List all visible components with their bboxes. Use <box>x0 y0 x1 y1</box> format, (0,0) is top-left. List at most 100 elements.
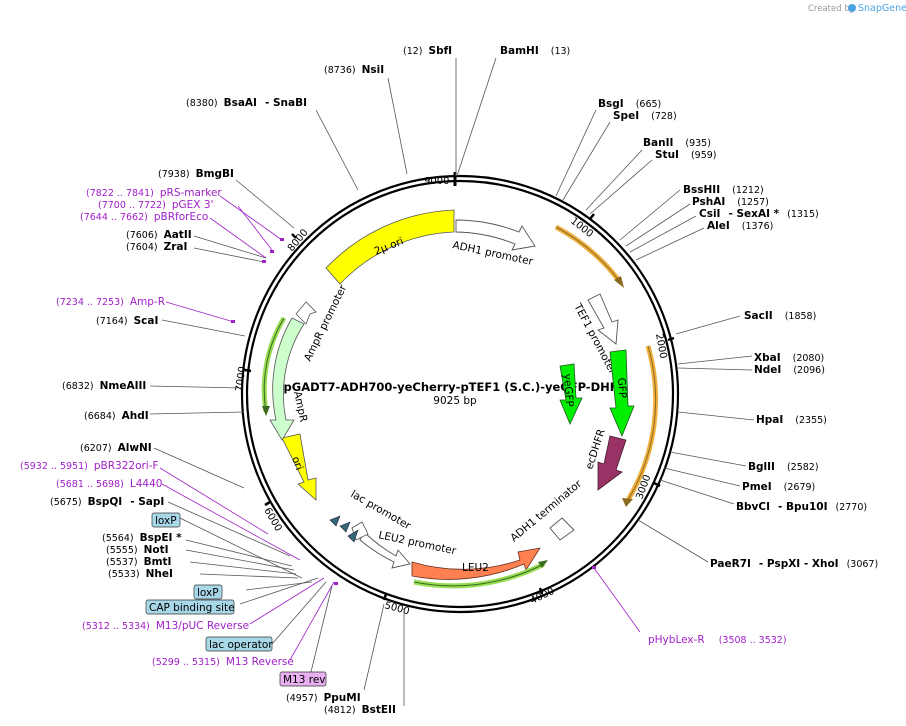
site-bsaai[interactable]: (8380)BsaAI- SnaBI <box>186 97 307 109</box>
yegfp-feature[interactable] <box>559 363 583 425</box>
ampr-label: AmpR <box>291 390 309 423</box>
site-pshai[interactable]: PshAI(1257) <box>692 196 769 208</box>
leu2-orf-line <box>413 563 545 587</box>
leader-cap <box>239 577 319 605</box>
site-paer7i[interactable]: PaeR7I- PspXI - XhoI(3067) <box>710 558 878 570</box>
primer-pbr322ori[interactable]: (5932 .. 5951)pBR322ori-F <box>20 460 159 472</box>
tick-6000 <box>264 500 271 507</box>
ampr-promoter-feature[interactable] <box>295 301 317 325</box>
leader-lines <box>149 57 755 706</box>
leader-prs-marker <box>219 195 283 241</box>
badge-loxp-1[interactable] <box>151 512 181 528</box>
lac-operator-mark <box>339 521 351 533</box>
site-spei[interactable]: SpeI(728) <box>613 110 677 122</box>
tick-label-9000: 9000 <box>424 176 449 187</box>
site-pmei[interactable]: PmeI(2679) <box>742 481 815 493</box>
site-ppumi[interactable]: (4957)PpuMI <box>286 692 361 704</box>
site-bspei[interactable]: (5564)BspEI * <box>102 532 182 544</box>
leu2-feature[interactable] <box>411 547 541 580</box>
site-bmgbi[interactable]: (7938)BmgBI <box>158 168 234 180</box>
tick-1000 <box>589 213 595 220</box>
site-bsgi[interactable]: BsgI(665) <box>598 98 661 110</box>
adh1-promoter-feature[interactable] <box>455 219 536 251</box>
primer-prs-marker[interactable]: (7822 .. 7841)pRS-marker <box>86 187 222 199</box>
site-sacii[interactable]: SacII(1858) <box>744 310 816 322</box>
leader-bmgbi <box>235 179 295 229</box>
leader-alwni <box>153 447 245 489</box>
leader-phyblex <box>593 567 641 633</box>
site-zrai[interactable]: (7604)ZraI <box>126 241 187 253</box>
site-nmeaiii[interactable]: (6832)NmeAIII <box>62 380 146 392</box>
tick-label-5000: 5000 <box>383 600 410 617</box>
site-banii[interactable]: BanII(935) <box>643 137 711 149</box>
site-scai[interactable]: (7164)ScaI <box>96 315 158 327</box>
leader-ahdi <box>149 411 245 415</box>
primer-l4440[interactable]: (5681 .. 5698)L4440 <box>56 478 162 490</box>
badge-lac-operator[interactable] <box>205 636 273 652</box>
leader-csii <box>629 215 697 253</box>
ecdhfr-feature[interactable] <box>597 435 627 491</box>
site-ahdi[interactable]: (6684)AhdI <box>84 410 149 422</box>
badge-m13-rev[interactable] <box>279 671 327 687</box>
badge-cap-binding-site[interactable] <box>145 599 235 615</box>
site-bbvci[interactable]: BbvCI- Bpu10I(2770) <box>736 501 867 513</box>
site-nhei[interactable]: (5533)NheI <box>108 568 173 580</box>
site-bmti[interactable]: (5537)BmtI <box>106 556 171 568</box>
site-bglii[interactable]: BglII(2582) <box>748 461 819 473</box>
site-sbfi[interactable]: (12)SbfI <box>403 45 452 57</box>
ori-feature[interactable] <box>281 433 317 501</box>
leader-pgex3 <box>237 205 273 251</box>
credit-text: Created by <box>808 4 855 14</box>
orf-arrowhead-top <box>614 276 624 288</box>
site-alwni[interactable]: (6207)AlwNI <box>80 442 152 454</box>
orf-line-right <box>627 345 657 501</box>
site-bsshii[interactable]: BssHII(1212) <box>683 184 764 196</box>
primer-pgex3[interactable]: (7700 .. 7722)pGEX 3' <box>98 199 213 211</box>
marker-phyblex <box>592 566 596 569</box>
site-xbai[interactable]: XbaI(2080) <box>754 352 824 364</box>
site-hpai[interactable]: HpaI(2355) <box>756 414 827 426</box>
primer-phyblex[interactable]: pHybLex-R(3508 .. 3532) <box>648 634 787 646</box>
badge-m13-rev-label: M13 rev <box>283 674 326 686</box>
site-csii[interactable]: CsiI- SexAI *(1315) <box>699 208 819 220</box>
tick-label-8000: 8000 <box>286 227 311 254</box>
site-bamhi[interactable]: BamHI(13) <box>500 45 570 57</box>
ampr-orf-arrowhead <box>262 406 270 416</box>
gfp-feature[interactable] <box>609 349 635 438</box>
leader-pbr322ori <box>159 467 269 535</box>
site-noti[interactable]: (5555)NotI <box>106 544 169 556</box>
leader-alei <box>635 227 705 261</box>
site-alei[interactable]: AleI(1376) <box>707 220 773 232</box>
site-nsii[interactable]: (8736)NsiI <box>324 64 384 76</box>
badge-loxp-2[interactable] <box>193 584 223 600</box>
primer-m13rev[interactable]: (5299 .. 5315)M13 Reverse <box>152 656 294 668</box>
tick-8000 <box>291 233 297 239</box>
primer-pbrforeco[interactable]: (7644 .. 7662)pBRforEco <box>80 211 208 223</box>
site-bspqi[interactable]: (5675)BspQI- SapI <box>50 496 164 508</box>
ori-label: ori <box>289 455 305 472</box>
badge-loxp-1-label: loxP <box>155 515 177 527</box>
site-aatii[interactable]: (7606)AatII <box>126 229 192 241</box>
site-ndei[interactable]: NdeI(2096) <box>754 364 825 376</box>
leader-bspei <box>185 539 293 567</box>
two-micron-ori-feature[interactable] <box>325 209 455 285</box>
marker-pgex <box>270 250 274 253</box>
badge-cap-label: CAP binding site <box>149 602 235 614</box>
leader-loxp1 <box>179 517 303 579</box>
tick-label-7000: 7000 <box>234 366 248 393</box>
marker-pbrforeco <box>262 260 266 263</box>
primer-amp-r[interactable]: (7234 .. 7253)Amp-R <box>56 296 165 308</box>
adh1-terminator-feature[interactable] <box>549 517 575 541</box>
snapgene-logo-icon <box>848 4 856 12</box>
ampr-feature[interactable] <box>269 317 305 441</box>
tick-4000 <box>538 587 544 595</box>
site-bsteii[interactable]: (4812)BstEII <box>324 704 396 716</box>
site-stui[interactable]: StuI(959) <box>655 149 717 161</box>
leader-pshai <box>625 203 691 247</box>
leu2-promoter-feature[interactable] <box>359 531 411 569</box>
primer-m13puc[interactable]: (5312 .. 5334)M13/pUC Reverse <box>82 620 249 632</box>
tef1-promoter-feature[interactable] <box>587 293 619 345</box>
plasmid-length: 9025 bp <box>433 395 477 407</box>
cap-binding-site-mark <box>329 515 341 527</box>
